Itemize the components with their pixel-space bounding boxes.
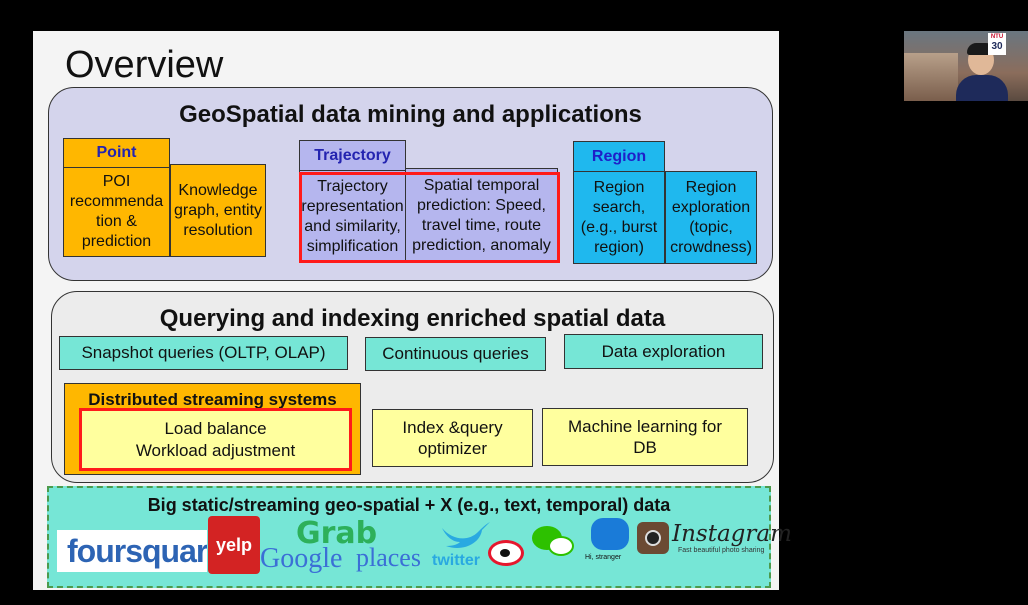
spatial-temporal-prediction-box: Spatial temporal prediction: Speed, trav…: [405, 168, 558, 263]
point-header: Point: [63, 138, 170, 168]
webcam-building-shape: [904, 53, 958, 101]
instagram-camera-icon: [637, 522, 669, 554]
momo-chat-icon: [591, 518, 629, 550]
workload-adjustment-label: Workload adjustment: [135, 440, 296, 460]
snapshot-queries-box: Snapshot queries (OLTP, OLAP): [59, 336, 348, 370]
trajectory-header: Trajectory: [299, 140, 406, 171]
knowledge-graph-box: Knowledge graph, entity resolution: [170, 164, 266, 257]
region-search-box: Region search, (e.g., burst region): [573, 171, 665, 264]
poi-recommendation-box: POI recommenda tion & prediction: [63, 167, 170, 257]
wechat-icon: [532, 526, 576, 560]
twitter-wordmark: twitter: [432, 552, 480, 569]
grab-logo: Grab: [296, 516, 378, 551]
twitter-bird-icon: [442, 522, 490, 549]
twitter-logo: twitter: [432, 518, 494, 574]
region-header: Region: [573, 141, 665, 172]
weibo-eye-icon: [500, 549, 510, 557]
google-logo: Google: [260, 543, 343, 574]
slide-title: Overview: [65, 44, 224, 86]
continuous-queries-box: Continuous queries: [365, 337, 546, 371]
ntu-badge: NTU 30: [988, 33, 1006, 55]
webcam-thumbnail: NTU 30: [904, 31, 1028, 101]
ntu-badge-brand: NTU: [990, 34, 1004, 40]
momo-caption: Hi, stranger: [585, 554, 622, 561]
load-balance-label: Load balance: [164, 419, 267, 439]
foursquare-logo: foursquar: [57, 530, 207, 572]
webcam-person-body: [956, 75, 1008, 101]
index-query-optimizer-box: Index &query optimizer: [372, 409, 533, 467]
machine-learning-db-box: Machine learning for DB: [542, 408, 748, 466]
instagram-tagline: Fast beautiful photo sharing: [678, 547, 765, 554]
instagram-wordmark: Instagram: [672, 521, 792, 547]
geospatial-mining-heading: GeoSpatial data mining and applications: [179, 101, 642, 128]
data-exploration-box: Data exploration: [564, 334, 763, 369]
distributed-streaming-header: Distributed streaming systems: [88, 390, 337, 409]
weibo-icon: [488, 540, 524, 566]
yelp-wordmark: yelp: [215, 534, 253, 555]
big-data-heading: Big static/streaming geo-spatial + X (e.…: [147, 495, 671, 515]
load-balance-box: Load balance Workload adjustment: [79, 408, 352, 471]
querying-indexing-heading: Querying and indexing enriched spatial d…: [159, 305, 666, 332]
momo-logo: Hi, stranger: [585, 518, 635, 566]
wechat-bubble-small-icon: [548, 536, 574, 556]
places-logo: places: [356, 543, 421, 572]
instagram-lens-icon: [645, 530, 661, 546]
yelp-logo: yelp: [208, 516, 260, 574]
region-exploration-box: Region exploration (topic, crowdness): [665, 171, 757, 264]
trajectory-highlight-frame: [299, 172, 560, 263]
ntu-badge-number: 30: [991, 41, 1003, 52]
